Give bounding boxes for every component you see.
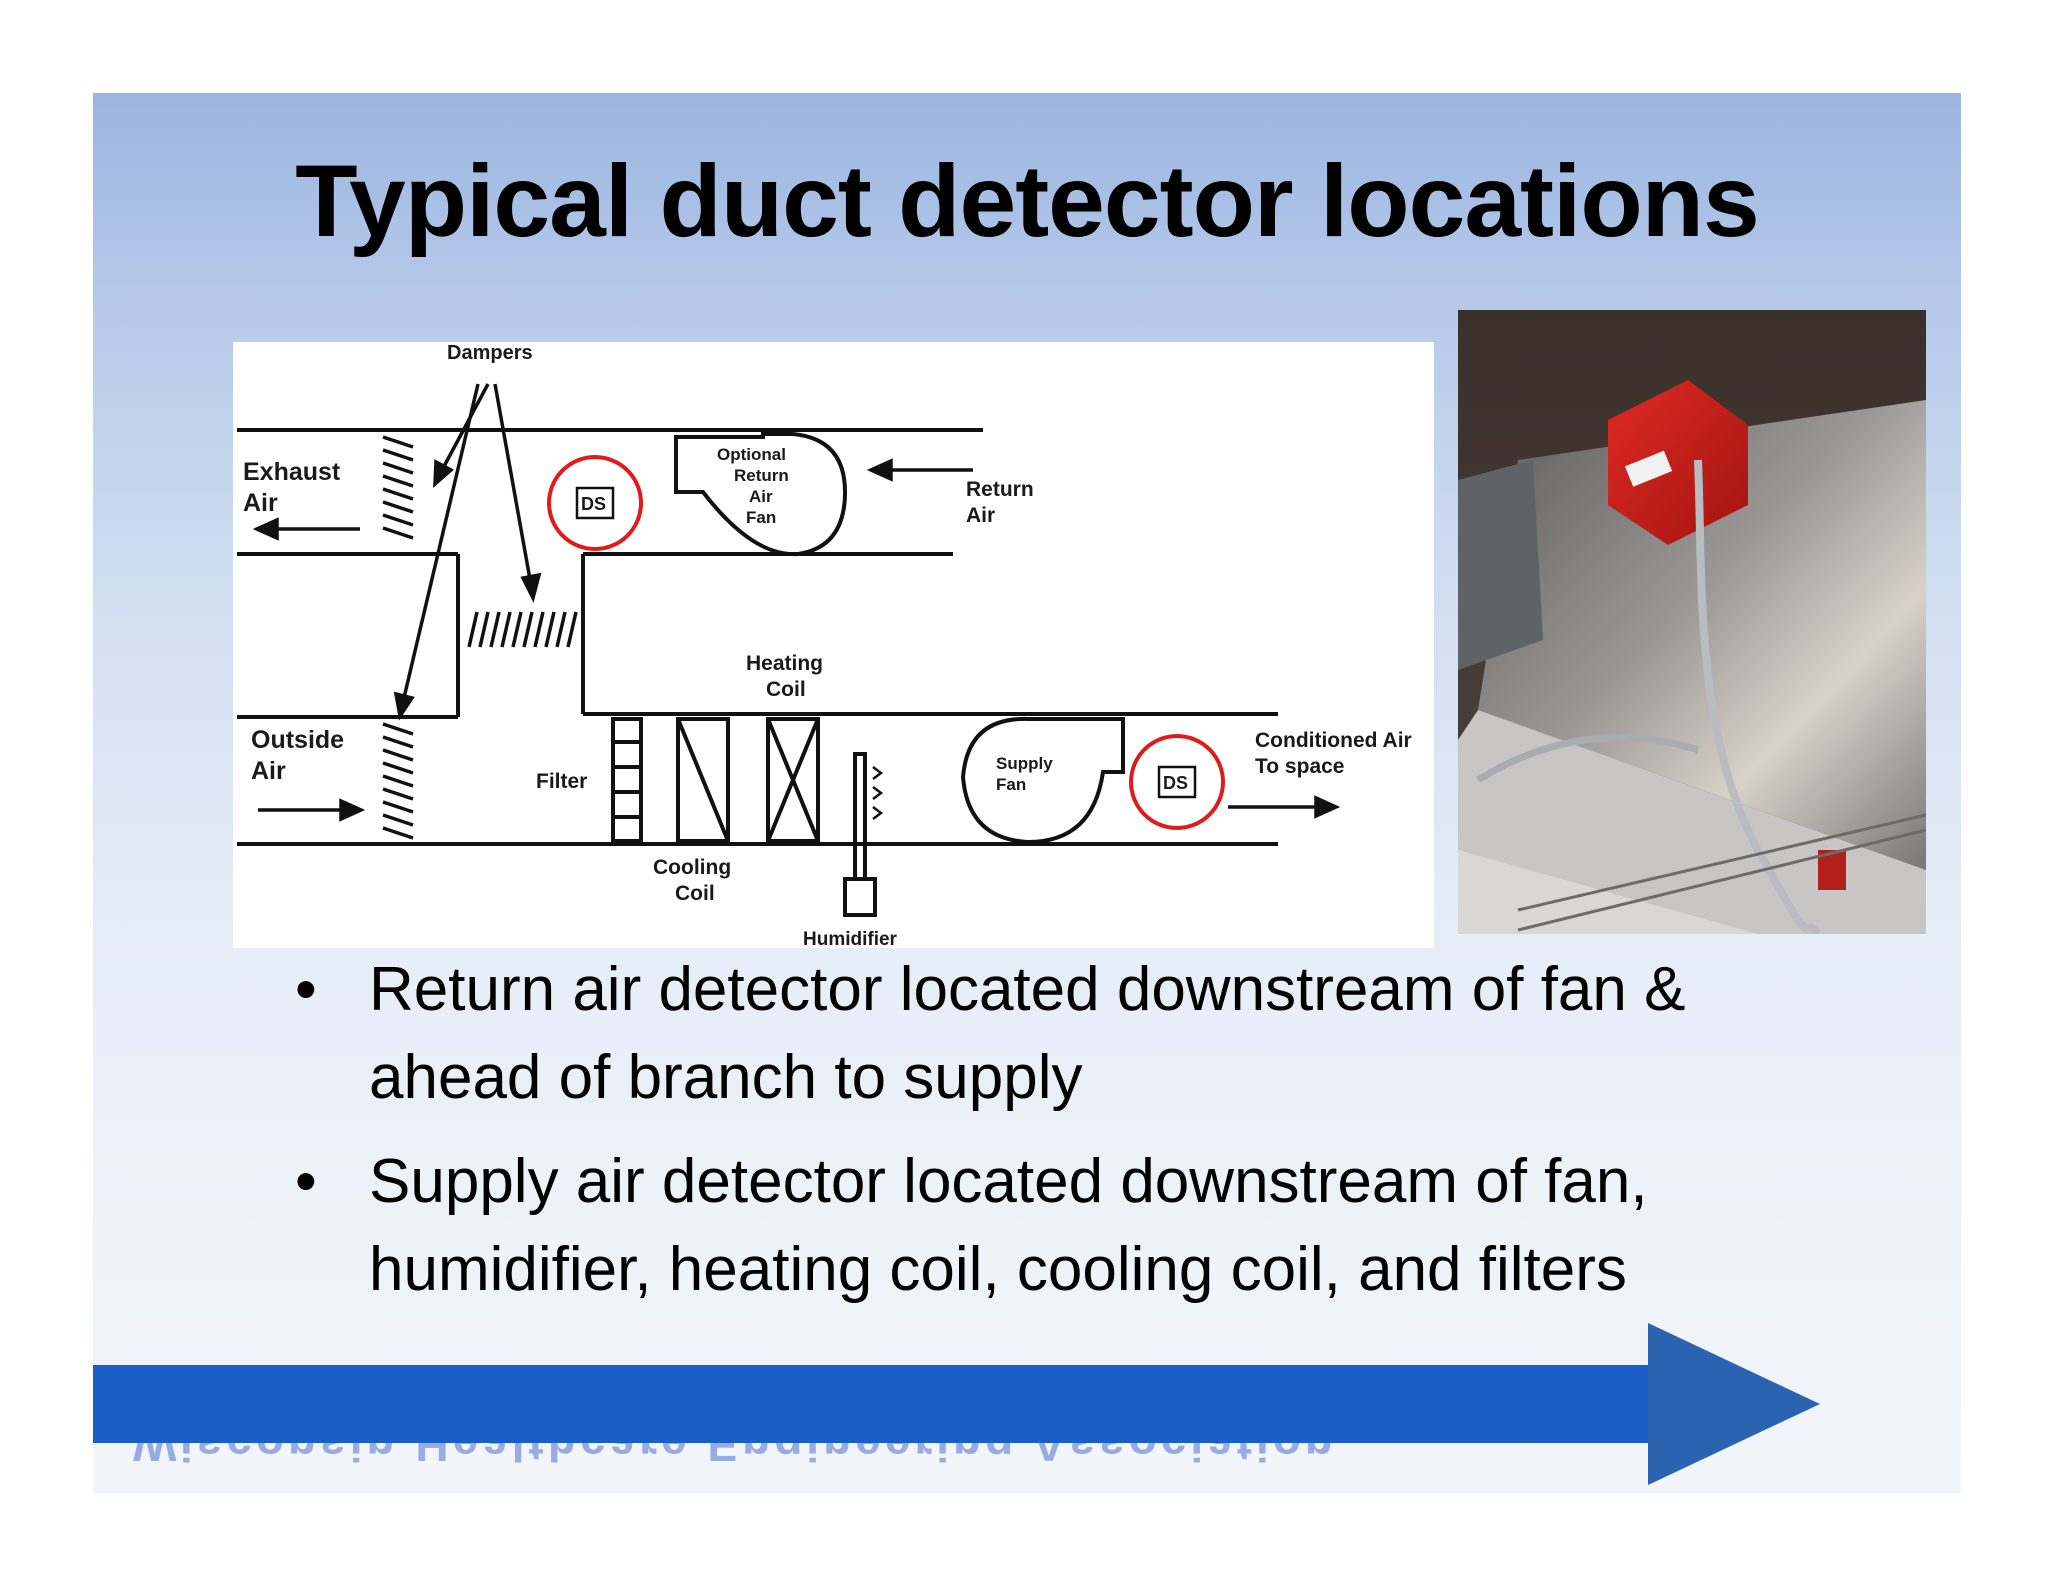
hvac-duct-diagram: Dampers Exhaust Air Outside Air Optional… bbox=[233, 342, 1434, 948]
supply-detector-highlight bbox=[1129, 734, 1225, 830]
return-detector-highlight bbox=[547, 455, 643, 551]
label-optional-fan-2: Return bbox=[734, 466, 789, 485]
label-optional-fan: Optional bbox=[717, 445, 786, 464]
label-exhaust-air: Exhaust bbox=[243, 458, 341, 486]
label-exhaust-air-2: Air bbox=[243, 489, 278, 517]
label-supply-fan: Supply bbox=[996, 754, 1053, 773]
detector-housing bbox=[1608, 380, 1748, 545]
footer-arrow bbox=[93, 1323, 1961, 1493]
label-return-air-2: Air bbox=[966, 504, 995, 527]
bullet-text: Supply air detector located downstream o… bbox=[369, 1147, 1648, 1304]
label-dampers: Dampers bbox=[447, 342, 533, 364]
arrow-head bbox=[1648, 1323, 1820, 1485]
label-heating-coil: Heating bbox=[746, 652, 823, 675]
cooling-coil-shape bbox=[676, 717, 730, 843]
label-detector-return: DS bbox=[581, 494, 606, 514]
label-detector-supply: DS bbox=[1163, 773, 1188, 793]
label-filter: Filter bbox=[536, 770, 587, 793]
bullet-text: Return air detector located downstream o… bbox=[369, 955, 1686, 1112]
return-duct-detector-box bbox=[575, 486, 615, 520]
bullet-item: •Supply air detector located downstream … bbox=[295, 1147, 1648, 1304]
label-conditioned-air-2: To space bbox=[1255, 755, 1344, 778]
heating-coil-shape bbox=[766, 717, 820, 843]
label-return-air: Return bbox=[966, 478, 1034, 501]
optional-return-fan-shape bbox=[674, 432, 848, 557]
supply-fan-shape bbox=[960, 716, 1125, 845]
label-optional-fan-3: Air bbox=[749, 487, 773, 506]
humidifier-tank bbox=[843, 877, 877, 917]
arrow-shaft bbox=[93, 1365, 1653, 1443]
slide: Typical duct detector locations bbox=[93, 93, 1961, 1493]
label-heating-coil-2: Coil bbox=[766, 678, 806, 701]
label-supply-fan-2: Fan bbox=[996, 775, 1026, 794]
duct-detector-photo bbox=[1458, 310, 1926, 934]
label-humidifier: Humidifier bbox=[803, 929, 898, 948]
label-outside-air-2: Air bbox=[251, 757, 286, 785]
humidifier-pipe bbox=[853, 752, 867, 881]
bullet-list: •Return air detector located downstream … bbox=[203, 946, 1803, 1330]
filter-shape bbox=[611, 717, 643, 843]
label-optional-fan-4: Fan bbox=[746, 508, 776, 527]
label-cooling-coil-2: Coil bbox=[675, 882, 715, 905]
label-outside-air: Outside bbox=[251, 726, 344, 754]
bullet-item: •Return air detector located downstream … bbox=[295, 955, 1686, 1112]
label-conditioned-air: Conditioned Air bbox=[1255, 729, 1412, 752]
supply-duct-detector-box bbox=[1157, 765, 1197, 799]
slide-title: Typical duct detector locations bbox=[295, 144, 1759, 258]
label-cooling-coil: Cooling bbox=[653, 856, 731, 879]
